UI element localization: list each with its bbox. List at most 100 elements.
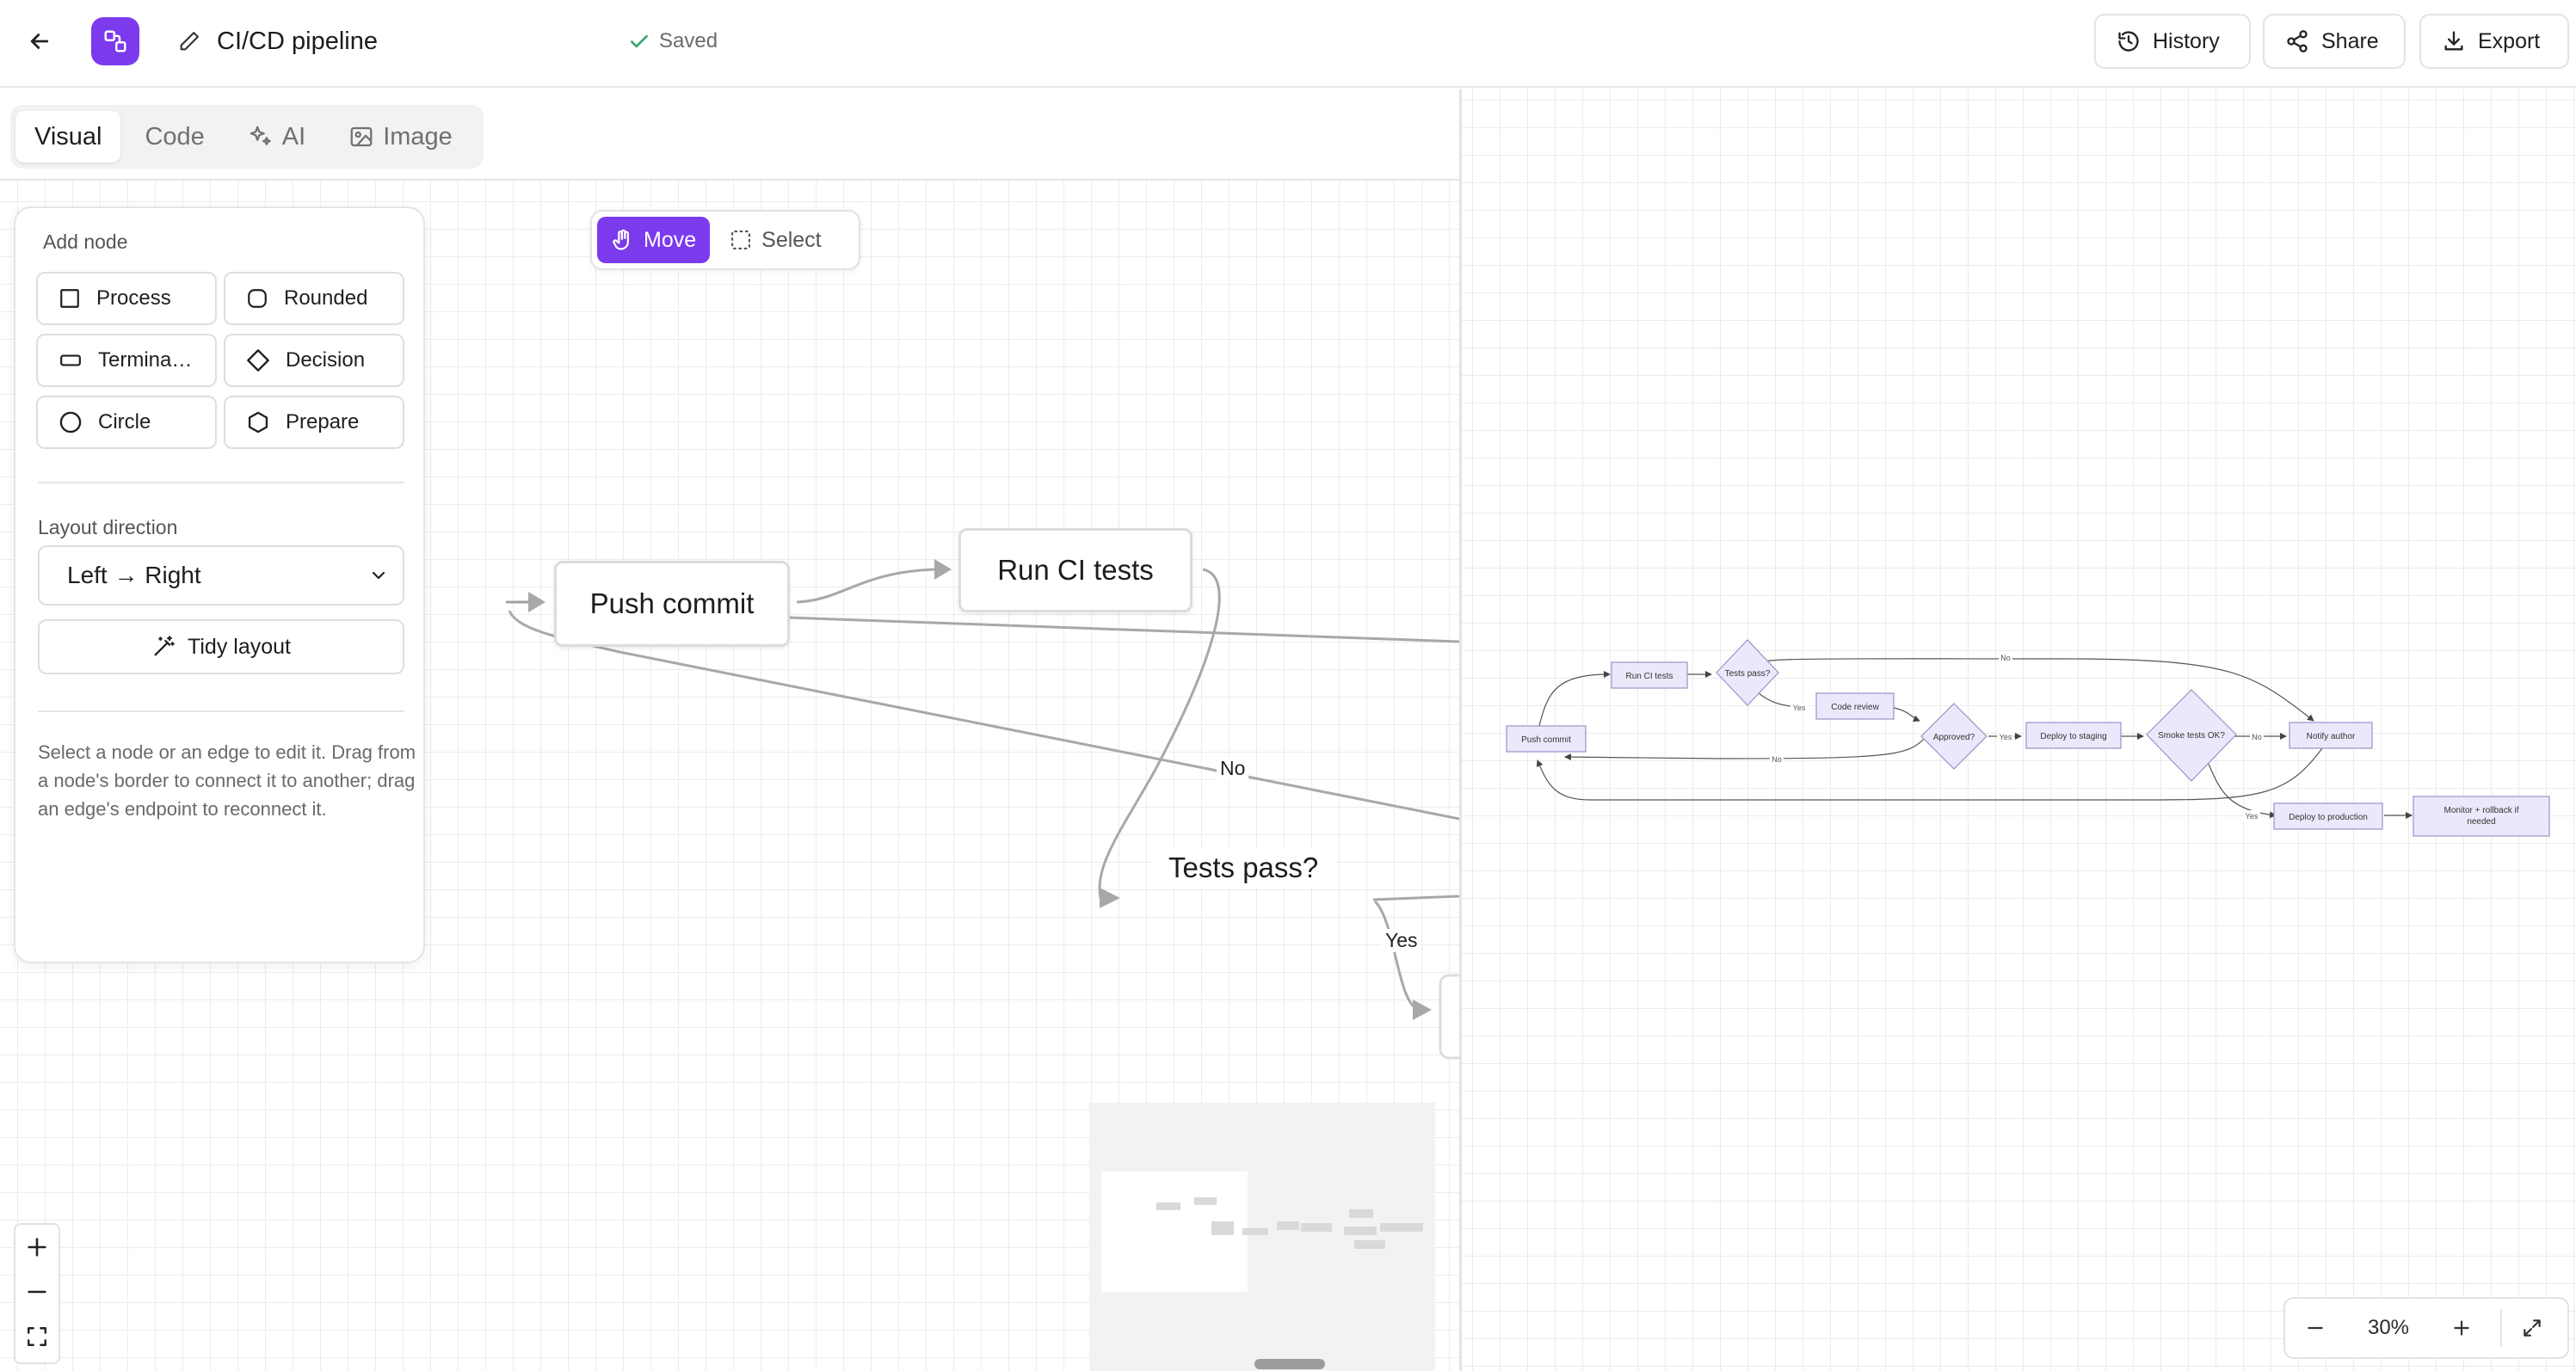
minimap[interactable]	[1089, 1103, 1435, 1371]
pv-label-run-ci-tests: Run CI tests	[1625, 672, 1673, 681]
edge-runci-to-tests[interactable]	[1098, 568, 1221, 902]
tab-visual[interactable]: Visual	[15, 111, 121, 163]
hand-icon	[613, 229, 629, 250]
save-status: Saved	[628, 26, 718, 57]
pv-edge-review-approved	[1889, 706, 1920, 722]
tidy-layout-button[interactable]: Tidy layout	[38, 619, 404, 674]
hexagon-icon	[248, 411, 268, 433]
arrowhead	[934, 559, 952, 580]
pv-label-monitor-line1: Monitor + rollback if	[2444, 806, 2519, 815]
preview-zoom-in-button[interactable]	[2431, 1299, 2492, 1357]
add-circle-button[interactable]: Circle	[36, 396, 217, 449]
add-prepare-button[interactable]: Prepare	[224, 396, 404, 449]
editor-tab-bar: Visual Code AI Image	[0, 89, 1459, 181]
fit-view-button[interactable]	[15, 1314, 59, 1359]
check-icon	[631, 34, 648, 48]
sparkles-icon	[250, 126, 271, 145]
edge-tests-out[interactable]	[1372, 895, 1459, 901]
share-button[interactable]: Share	[2263, 14, 2406, 69]
pv-edge-approved-no	[1564, 735, 1927, 761]
tab-code[interactable]: Code	[126, 111, 223, 163]
edge-tests-no[interactable]	[508, 610, 1459, 821]
export-button[interactable]: Export	[2419, 14, 2569, 69]
history-icon	[2118, 31, 2139, 52]
chevron-down-icon	[372, 571, 385, 580]
app-logo[interactable]	[91, 17, 139, 65]
pv-edge-label-smoke-no: No	[2252, 733, 2262, 741]
panel-divider	[38, 482, 404, 483]
edge-label-yes[interactable]: Yes	[1382, 929, 1421, 952]
pv-edge-label-approved-yes: Yes	[2000, 733, 2012, 741]
diamond-icon	[247, 349, 269, 372]
preview-zoom-bar: 30%	[2283, 1297, 2569, 1359]
preview-fullscreen-button[interactable]	[2502, 1299, 2562, 1357]
help-text: Select a node or an edge to edit it. Dra…	[38, 741, 416, 820]
pv-edge-label-approved-no: No	[1772, 755, 1782, 764]
add-prepare-label: Prepare	[286, 410, 360, 433]
pv-label-tests-pass: Tests pass?	[1725, 669, 1771, 679]
arrowhead	[528, 592, 545, 612]
pv-node-run-ci-tests	[1611, 661, 1688, 689]
back-button[interactable]	[21, 22, 59, 60]
edge-label-no[interactable]: No	[1217, 757, 1249, 780]
pv-node-approved	[1920, 703, 1987, 770]
minimap-node	[1354, 1240, 1385, 1249]
tool-mode-toggle: Move Select	[590, 210, 860, 270]
node-push-commit[interactable]: Push commit	[554, 561, 790, 647]
node-run-ci-tests[interactable]: Run CI tests	[958, 528, 1192, 612]
history-button[interactable]: History	[2094, 14, 2251, 69]
layout-direction-label: Layout direction	[38, 516, 178, 538]
pv-label-monitor-line2: needed	[2467, 817, 2495, 827]
tidy-layout-label: Tidy layout	[188, 634, 291, 659]
pencil-icon	[180, 32, 199, 51]
node-run-ci-tests-label: Run CI tests	[997, 554, 1154, 586]
minimap-node	[1301, 1223, 1332, 1232]
canvas-zoom-controls	[14, 1223, 60, 1364]
edge-push-to-runci[interactable]	[796, 568, 939, 604]
edge-push-to-offscreen[interactable]	[787, 616, 1459, 643]
pane-splitter[interactable]	[1459, 89, 1462, 1371]
top-bar: CI/CD pipeline Saved History Share Expor…	[0, 0, 2576, 88]
minimap-scrollbar[interactable]	[1254, 1359, 1325, 1369]
minus-icon	[2308, 1326, 2323, 1330]
minimap-node	[1242, 1228, 1268, 1235]
pv-edge-label-tests-no: No	[2000, 654, 2011, 662]
add-terminal-label: Termina…	[98, 348, 193, 372]
minimap-node	[1211, 1221, 1234, 1235]
pv-label-deploy-staging: Deploy to staging	[2040, 732, 2106, 741]
tab-visual-label: Visual	[34, 122, 102, 151]
tab-ai[interactable]: AI	[229, 111, 324, 163]
diagram-title[interactable]: CI/CD pipeline	[217, 28, 378, 55]
partial-node-offscreen[interactable]	[1439, 974, 1459, 1060]
add-process-button[interactable]: Process	[36, 272, 217, 325]
pv-node-push-commit	[1506, 725, 1587, 753]
rename-button[interactable]	[174, 26, 205, 57]
zoom-in-button[interactable]	[15, 1225, 59, 1270]
preview-zoom-level: 30%	[2367, 1316, 2410, 1339]
pv-label-notify-author: Notify author	[2307, 732, 2356, 741]
pv-node-monitor	[2413, 796, 2550, 837]
add-rounded-button[interactable]: Rounded	[224, 272, 404, 325]
plus-icon	[28, 1238, 46, 1257]
preview-zoom-out-button[interactable]	[2285, 1299, 2345, 1357]
terminal-shape-icon	[60, 354, 81, 366]
add-terminal-button[interactable]: Termina…	[36, 334, 217, 387]
layout-direction-value: Left → Right	[67, 562, 201, 588]
move-mode-button[interactable]: Move	[597, 217, 711, 263]
move-mode-label: Move	[644, 227, 697, 252]
node-tests-pass[interactable]: Tests pass?	[1151, 848, 1336, 888]
zoom-out-button[interactable]	[15, 1270, 59, 1314]
pv-edge-push-run	[1538, 671, 1611, 727]
pv-node-smoke-tests	[2146, 689, 2237, 782]
tab-image[interactable]: Image	[330, 111, 471, 163]
select-mode-button[interactable]: Select	[715, 217, 835, 263]
canvas-edges	[506, 559, 1459, 1060]
pv-label-deploy-production: Deploy to production	[2289, 813, 2368, 822]
layout-direction-select[interactable]: Left → Right	[38, 545, 404, 606]
diagram-preview[interactable]: Push commit Run CI tests Tests pass? Cod…	[1462, 89, 2576, 1371]
node-push-commit-label: Push commit	[589, 587, 755, 619]
pv-edge-notify-push	[1536, 747, 2323, 801]
edge-tests-yes[interactable]	[1373, 900, 1420, 1011]
pv-node-notify-author	[2289, 722, 2373, 749]
add-decision-button[interactable]: Decision	[224, 334, 404, 387]
